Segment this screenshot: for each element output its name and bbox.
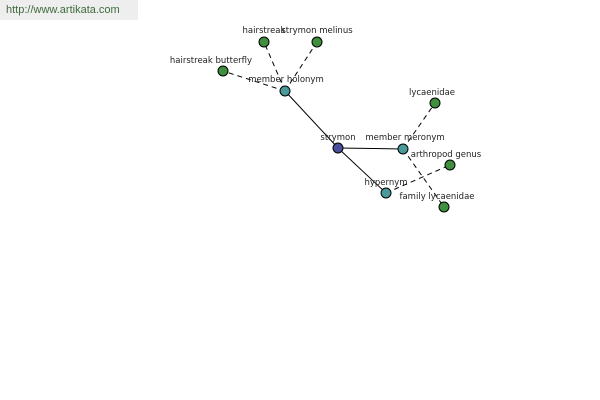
- node-hairstreak-butterfly[interactable]: [217, 65, 229, 77]
- node-member-holonym[interactable]: [279, 85, 291, 97]
- node-family-lycaenidae[interactable]: [438, 201, 450, 213]
- node-label-arthropod-genus[interactable]: arthropod genus: [411, 150, 482, 160]
- edge-hypernym-to-arthropod-genus: [385, 164, 451, 194]
- node-label-member-meronym[interactable]: member meronym: [365, 133, 444, 143]
- labels-layer: strymon member holonym member meronym hyper…: [170, 26, 482, 202]
- node-hairstreak[interactable]: [258, 36, 270, 48]
- edge-strymon-to-hypernym: [337, 147, 387, 194]
- node-lycaenidae[interactable]: [429, 97, 441, 109]
- node-arthropod-genus[interactable]: [444, 159, 456, 171]
- node-strymon-melinus[interactable]: [311, 36, 323, 48]
- nodes-layer: [217, 36, 456, 213]
- edge-member-meronym-to-lycaenidae: [402, 102, 436, 150]
- node-label-hairstreak[interactable]: hairstreak: [243, 26, 286, 36]
- node-label-hypernym[interactable]: hypernym: [364, 178, 407, 188]
- node-strymon[interactable]: [332, 142, 344, 154]
- node-label-family-lycaenidae[interactable]: family lycaenidae: [399, 192, 474, 202]
- node-label-member-holonym[interactable]: member holonym: [248, 75, 323, 85]
- edge-member-meronym-to-family-lycaenidae: [402, 148, 445, 208]
- node-label-strymon-melinus[interactable]: strymon melinus: [281, 26, 353, 36]
- edge-member-holonym-to-strymon-melinus: [284, 41, 318, 92]
- node-label-hairstreak-butterfly[interactable]: hairstreak butterfly: [170, 56, 252, 66]
- node-label-lycaenidae[interactable]: lycaenidae: [409, 88, 455, 98]
- site-url-banner[interactable]: http://www.artikata.com: [0, 0, 138, 20]
- edge-member-holonym-to-hairstreak-butterfly: [222, 70, 286, 92]
- edge-strymon-to-member-meronym: [337, 147, 404, 150]
- edge-strymon-to-member-holonym: [284, 90, 339, 149]
- node-label-strymon[interactable]: strymon: [320, 133, 355, 143]
- node-hypernym[interactable]: [380, 187, 392, 199]
- edges-layer: [222, 41, 451, 208]
- node-member-meronym[interactable]: [397, 143, 409, 155]
